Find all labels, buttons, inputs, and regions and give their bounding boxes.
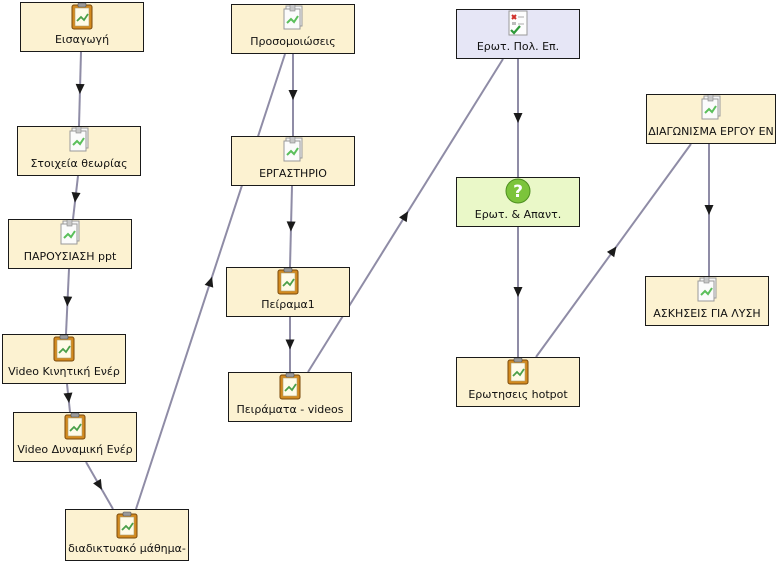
activity-label: Video Δυναμική Ενέρ: [17, 443, 133, 456]
edge-arrowhead: [71, 192, 81, 203]
activity-label: ΠΑΡΟΥΣΙΑΣΗ ppt: [23, 250, 117, 263]
activity-label: Εισαγωγή: [54, 33, 110, 46]
activity-node-n11[interactable]: Ερωτ. Πολ. Επ.: [456, 9, 580, 59]
resource-icon: [58, 220, 82, 250]
resource-icon: [67, 127, 91, 157]
activity-node-n4[interactable]: Video Κινητική Ενέρ: [2, 334, 126, 384]
lesson-icon: [53, 335, 75, 365]
edge-arrowhead: [513, 287, 523, 297]
edge-arrowhead: [606, 246, 617, 258]
activity-label: ΔΙΑΓΩΝΙΣΜΑ ΕΡΓΟΥ ΕΝ: [648, 125, 774, 138]
multiple-choice-icon: [506, 10, 530, 40]
activity-label: Ερωτ. Πολ. Επ.: [476, 40, 560, 53]
activity-label: ΕΡΓΑΣΤΗΡΙΟ: [259, 167, 327, 180]
lesson-icon: [277, 268, 299, 298]
activity-node-n7[interactable]: Προσομοιώσεις: [231, 4, 355, 54]
lesson-icon: [71, 3, 93, 33]
resource-icon: [699, 95, 723, 125]
resource-icon: [281, 5, 305, 35]
activity-label: Video Κινητική Ενέρ: [8, 365, 120, 378]
edge-arrowhead: [704, 205, 714, 215]
activity-node-n5[interactable]: Video Δυναμική Ενέρ: [13, 412, 137, 462]
activity-node-n12[interactable]: ? Ερωτ. & Απαντ.: [456, 177, 580, 227]
activity-label: διαδικτυακό μάθημα-: [68, 542, 186, 555]
edge-arrowhead: [288, 90, 298, 100]
activity-label: ΑΣΚΗΣΕΙΣ ΓΙΑ ΛΥΣΗ: [653, 307, 761, 320]
activity-node-n2[interactable]: Στοιχεία θεωρίας: [17, 126, 141, 176]
lesson-icon: [279, 373, 301, 403]
activity-node-n9[interactable]: Πείραμα1: [226, 267, 350, 317]
activity-node-n3[interactable]: ΠΑΡΟΥΣΙΑΣΗ ppt: [8, 219, 132, 269]
activity-node-n8[interactable]: ΕΡΓΑΣΤΗΡΙΟ: [231, 136, 355, 186]
lesson-icon: [64, 413, 86, 443]
lesson-icon: [116, 511, 138, 542]
resource-icon: [281, 137, 305, 167]
edge-arrowhead: [93, 478, 102, 490]
activity-node-n14[interactable]: ΔΙΑΓΩΝΙΣΜΑ ΕΡΓΟΥ ΕΝ: [646, 94, 776, 144]
edge-arrowhead: [286, 221, 296, 232]
edge-arrowhead: [63, 392, 73, 403]
edge-arrowhead: [285, 339, 295, 350]
lesson-icon: [507, 358, 529, 388]
activity-node-n10[interactable]: Πειράματα - videos: [228, 372, 352, 422]
edge-arrowhead: [399, 211, 409, 223]
activity-node-n13[interactable]: Ερωτησεις hotpot: [456, 357, 580, 407]
activity-node-n6[interactable]: διαδικτυακό μάθημα-: [65, 509, 189, 561]
svg-text:?: ?: [513, 182, 523, 202]
activity-label: Στοιχεία θεωρίας: [30, 157, 128, 170]
activity-label: Προσομοιώσεις: [250, 35, 336, 48]
edge-arrowhead: [75, 83, 85, 94]
resource-icon: [695, 277, 719, 307]
activity-label: Ερωτ. & Απαντ.: [474, 208, 562, 221]
activity-node-n15[interactable]: ΑΣΚΗΣΕΙΣ ΓΙΑ ΛΥΣΗ: [645, 276, 769, 326]
activity-label: Πειράματα - videos: [236, 403, 344, 416]
activity-label: Πείραμα1: [261, 298, 315, 311]
question-icon: ?: [504, 178, 532, 208]
edge-arrowhead: [63, 296, 73, 307]
edge-arrowhead: [204, 276, 214, 288]
edge-arrowhead: [513, 113, 523, 123]
activity-label: Ερωτησεις hotpot: [468, 388, 568, 401]
activity-node-n1[interactable]: Εισαγωγή: [20, 2, 144, 52]
